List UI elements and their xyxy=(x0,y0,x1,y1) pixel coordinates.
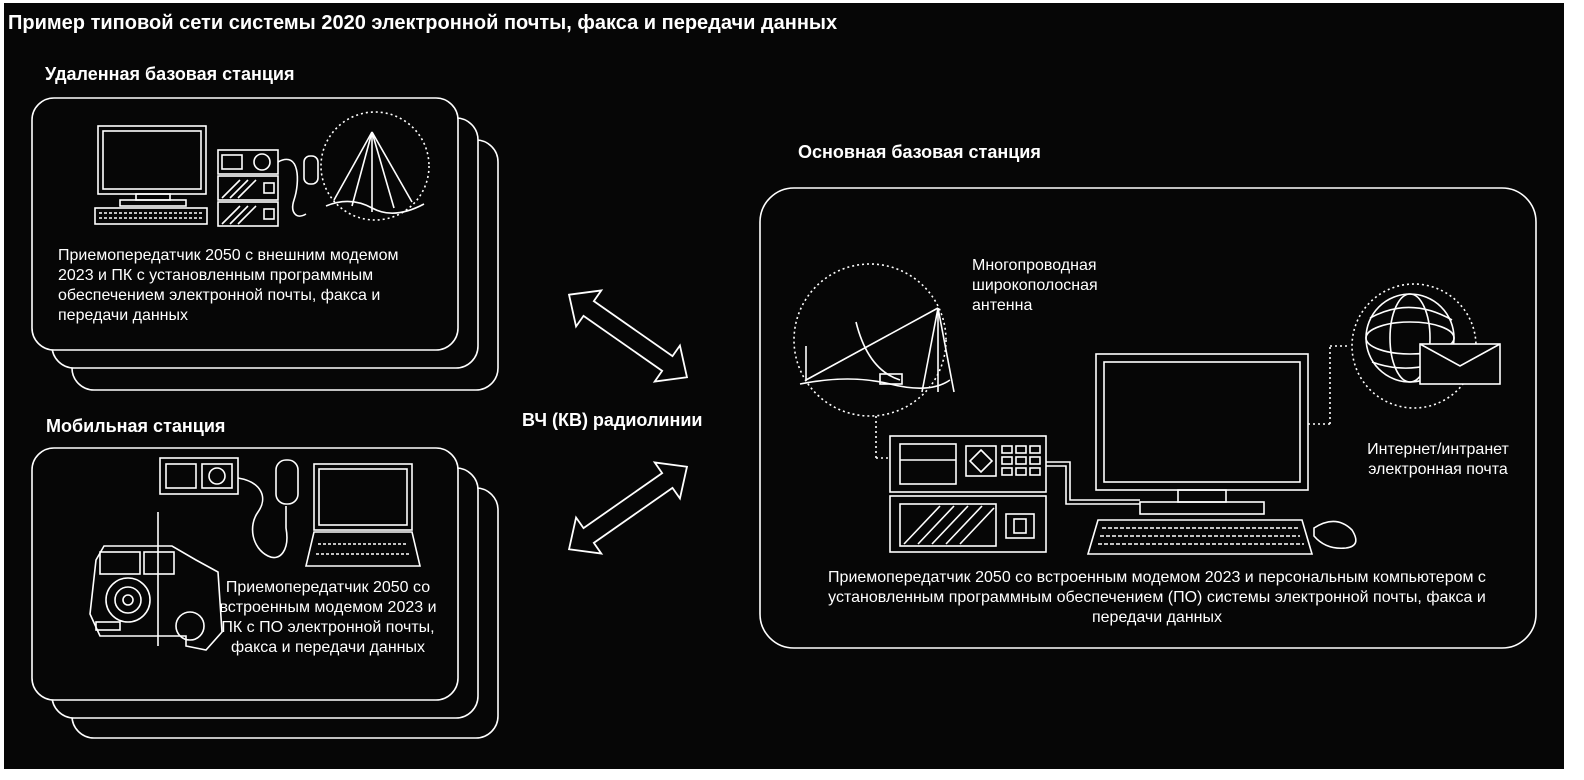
main-station-description: Приемопередатчик 2050 со встроенным моде… xyxy=(828,569,1486,626)
mobile-station-heading: Мобильная станция xyxy=(46,416,226,436)
diagram-title: Пример типовой сети системы 2020 электро… xyxy=(8,12,838,34)
main-station-heading: Основная базовая станция xyxy=(798,142,1041,162)
internet-email-label: Интернет/интранет электронная почта xyxy=(1367,441,1509,478)
hf-links-label: ВЧ (КВ) радиолинии xyxy=(522,410,703,430)
monitor-icon xyxy=(97,125,207,207)
envelope-icon xyxy=(1419,343,1501,385)
keyboard-icon xyxy=(1086,519,1314,555)
double-arrow-icon xyxy=(567,461,689,555)
double-arrow-icon xyxy=(567,289,689,383)
vehicle-icon xyxy=(89,512,223,651)
microphone-icon xyxy=(237,459,299,559)
monitor-icon xyxy=(1095,353,1309,515)
antenna-icon xyxy=(320,111,430,221)
transceiver-icon xyxy=(889,435,1047,553)
antenna-label: Многопроводная широкополосная антенна xyxy=(972,257,1098,314)
mouse-icon xyxy=(1313,520,1357,550)
mobile-station-panel xyxy=(31,447,459,701)
remote-station-heading: Удаленная базовая станция xyxy=(45,64,295,84)
antenna-icon xyxy=(793,263,955,417)
remote-station-panel xyxy=(31,97,459,351)
transceiver-icon xyxy=(159,457,239,495)
microphone-icon xyxy=(277,155,319,217)
main-station-panel xyxy=(759,187,1537,649)
laptop-icon xyxy=(304,463,422,567)
keyboard-icon xyxy=(94,207,208,225)
mobile-station-description: Приемопередатчик 2050 со встроенным моде… xyxy=(219,579,437,656)
remote-station-description: Приемопередатчик 2050 с внешним модемом … xyxy=(58,247,399,324)
